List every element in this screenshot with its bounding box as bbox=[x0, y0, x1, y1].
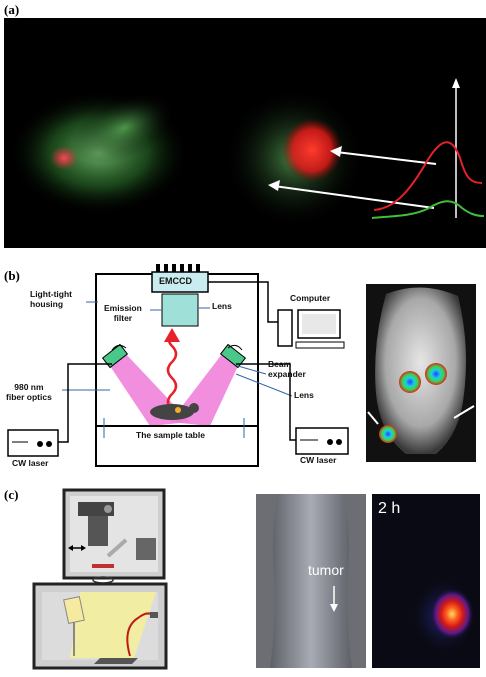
panel-c-luminescence bbox=[372, 494, 480, 668]
emission-line1: Emission bbox=[104, 303, 142, 313]
mouse-head bbox=[189, 403, 199, 413]
mirror bbox=[106, 538, 128, 558]
white-arrow-left bbox=[367, 411, 379, 425]
beam-expander-left bbox=[101, 343, 129, 369]
mouse-body-bright bbox=[270, 494, 352, 668]
camera-top bbox=[78, 502, 114, 516]
mouse-tumor-spot bbox=[175, 407, 181, 413]
sample-table-label: The sample table bbox=[136, 430, 205, 440]
panel-a-svg bbox=[9, 78, 485, 228]
fiber-line1: 980 nm bbox=[14, 382, 44, 392]
fiber-connector bbox=[150, 612, 158, 618]
mouse-sample bbox=[150, 404, 194, 420]
cw-laser-right-knob bbox=[327, 439, 333, 445]
panel-a-image bbox=[4, 18, 486, 248]
filter-disk-red bbox=[92, 564, 114, 568]
emccd-pin bbox=[196, 264, 200, 272]
panel-a-label: (a) bbox=[4, 2, 20, 17]
white-arrow-right bbox=[453, 405, 475, 419]
computer-screen bbox=[302, 314, 336, 334]
camera-lens-dot bbox=[104, 505, 112, 513]
hotspot-1 bbox=[399, 371, 421, 393]
red-spot-left bbox=[50, 146, 78, 170]
emission-filter-lens bbox=[161, 293, 199, 327]
emccd-pin bbox=[188, 264, 192, 272]
emission-line2: filter bbox=[113, 312, 133, 323]
side-camera bbox=[136, 538, 156, 560]
yellow-light-cone bbox=[70, 592, 156, 658]
emccd-pin bbox=[156, 264, 160, 272]
cw-laser-left-knob bbox=[46, 441, 52, 447]
leader-beam-expander bbox=[237, 365, 267, 375]
panel-c-apparatus bbox=[30, 488, 170, 670]
tumor-label: tumor bbox=[308, 562, 344, 578]
expander-arc-left bbox=[111, 344, 127, 351]
luminescence-svg bbox=[410, 576, 478, 656]
emission-arrowhead bbox=[164, 328, 180, 342]
tumor-arrow-head bbox=[330, 604, 338, 612]
hotspot-2 bbox=[425, 363, 447, 385]
computer-tower bbox=[277, 309, 293, 347]
arrow-to-red-head bbox=[330, 146, 342, 157]
arrow-to-green bbox=[273, 185, 435, 209]
brightfield-svg bbox=[256, 494, 366, 668]
mouse-body bbox=[375, 287, 466, 454]
green-emission-curve bbox=[371, 200, 485, 219]
apparatus-svg bbox=[32, 488, 168, 670]
beam-line1: Beam bbox=[268, 359, 292, 369]
fiber-line2: fiber optics bbox=[6, 391, 52, 402]
arrow-to-green-head bbox=[268, 180, 280, 191]
cable-camera bbox=[208, 281, 280, 323]
mouse-photo-svg bbox=[367, 287, 475, 454]
camera-body bbox=[88, 516, 108, 546]
luminescence-tumor bbox=[430, 588, 474, 640]
cw-laser-right-label: CW laser bbox=[300, 455, 337, 465]
fiber-optics-label: 980 nm fiber optics bbox=[6, 382, 52, 403]
time-label: 2 h bbox=[378, 500, 401, 517]
panel-b-label: (b) bbox=[4, 268, 20, 283]
sample-stage bbox=[94, 658, 138, 664]
light-tight-line1: Light-tight bbox=[30, 289, 73, 299]
cw-laser-left-label: CW laser bbox=[12, 458, 49, 468]
hotspot-3 bbox=[379, 425, 397, 443]
beam-line2: expander bbox=[268, 368, 306, 379]
lens-top-label: Lens bbox=[212, 301, 232, 311]
leader-lens-bottom bbox=[235, 373, 293, 397]
lens-bottom-label: Lens bbox=[294, 390, 314, 400]
emccd-label: EMCCD bbox=[159, 276, 192, 286]
cw-laser-left-knob bbox=[37, 441, 43, 447]
red-emission-right bbox=[282, 118, 342, 182]
red-emission-curve bbox=[373, 141, 483, 211]
computer-label: Computer bbox=[290, 293, 331, 303]
cw-laser-right-knob bbox=[336, 439, 342, 445]
emission-wave bbox=[166, 333, 178, 411]
expander-arc-right bbox=[227, 344, 243, 351]
panel-b-mouse-photo bbox=[366, 284, 476, 462]
double-arrow-head-right bbox=[81, 545, 86, 551]
panel-b-diagram bbox=[0, 262, 365, 477]
panel-c-label: (c) bbox=[4, 487, 19, 502]
computer-keyboard bbox=[295, 341, 345, 349]
emccd-pin bbox=[164, 264, 168, 272]
green-streak-left bbox=[72, 92, 176, 164]
emission-filter-label: Emission filter bbox=[104, 303, 142, 324]
panel-c-brightfield bbox=[256, 494, 366, 668]
imaging-setup-svg bbox=[7, 264, 349, 467]
double-arrow-head-left bbox=[68, 545, 73, 551]
cable-left bbox=[58, 363, 112, 443]
arrow-to-red bbox=[335, 151, 437, 165]
beam-expander-label: Beam expander bbox=[268, 359, 306, 380]
spectrum-axis-arrow bbox=[452, 78, 460, 88]
cable-right bbox=[236, 363, 300, 441]
light-tight-line2: housing bbox=[30, 298, 64, 309]
emccd-pin bbox=[172, 264, 176, 272]
light-panel bbox=[63, 596, 85, 624]
light-tight-label: Light-tight housing bbox=[30, 289, 73, 310]
beam-expander-right bbox=[219, 343, 247, 369]
emccd-pin bbox=[180, 264, 184, 272]
